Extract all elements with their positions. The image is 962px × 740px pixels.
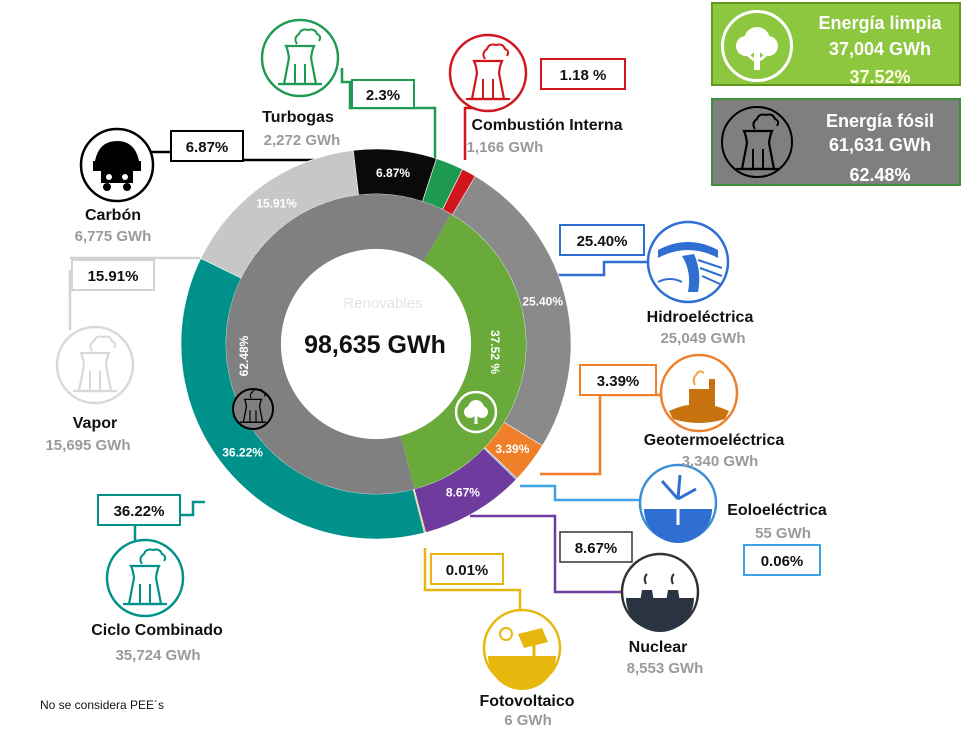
box-eolo: 0.06% <box>743 544 821 576</box>
percent-combustion: 1.18 % <box>560 67 607 84</box>
value-foto: 6 GWh <box>504 712 552 729</box>
percent-eolo: 0.06% <box>761 553 804 570</box>
percent-carbon: 6.87% <box>186 139 229 156</box>
percent-ciclo: 36.22% <box>114 503 165 520</box>
cooling-tower-icon <box>721 106 793 178</box>
value-hidro: 25,049 GWh <box>660 330 745 347</box>
geothermal-icon <box>659 353 739 433</box>
summary-limpia: Energía limpia 37,004 GWh 37.52% <box>711 2 961 87</box>
box-nuclear: 8.67% <box>559 531 633 563</box>
value-vapor: 15,695 GWh <box>45 437 130 454</box>
seg-label-nuclear: 8.67% <box>446 485 480 499</box>
name-combustion: Combustión Interna <box>471 117 622 134</box>
percent-geo: 3.39% <box>597 373 640 390</box>
percent-turbogas: 2.3% <box>366 87 400 104</box>
summary-limpia-percent: 37.52% <box>849 67 911 87</box>
seg-label-ciclo: 36.22% <box>222 446 263 460</box>
name-vapor: Vapor <box>73 415 117 432</box>
hydro-icon <box>646 220 730 304</box>
box-geo: 3.39% <box>579 364 657 396</box>
box-foto: 0.01% <box>430 553 504 585</box>
carbon-icon <box>79 127 155 203</box>
percent-nuclear: 8.67% <box>575 540 618 557</box>
seg-label-carbon: 6.87% <box>376 166 410 180</box>
value-eolo: 55 GWh <box>755 525 811 542</box>
segment-labels: 25.40% 3.39% 8.67% 36.22% 15.91% 6.87% <box>222 166 563 500</box>
box-vapor: 15.91% <box>71 259 155 291</box>
seg-label-vapor: 15.91% <box>256 197 297 211</box>
inner-label-limpia: 37.52 % <box>488 330 502 374</box>
tree-icon <box>454 390 498 434</box>
solar-icon <box>482 608 562 690</box>
inner-label-fosil: 62.48% <box>237 335 251 376</box>
nuclear-icon <box>620 552 700 632</box>
box-carbon: 6.87% <box>170 130 244 162</box>
percent-vapor: 15.91% <box>88 268 139 285</box>
name-turbogas: Turbogas <box>262 109 334 126</box>
value-geo: 3,340 GWh <box>682 453 759 470</box>
summary-fosil-title: Energía fósil <box>825 111 935 131</box>
watermark: Renovables <box>343 295 422 312</box>
total-label: 98,635 GWh <box>304 331 446 359</box>
percent-foto: 0.01% <box>446 562 489 579</box>
seg-label-hidro: 25.40% <box>522 295 563 309</box>
value-turbogas: 2,272 GWh <box>264 132 341 149</box>
percent-hidro: 25.40% <box>577 233 628 250</box>
value-nuclear: 8,553 GWh <box>627 660 704 677</box>
value-ciclo: 35,724 GWh <box>115 647 200 664</box>
inner-slice-fosil <box>226 193 451 495</box>
combined-cycle-icon <box>105 538 185 618</box>
box-hidro: 25.40% <box>559 224 645 256</box>
summary-limpia-value: 37,004 GWh <box>828 39 932 59</box>
name-carbon: Carbón <box>85 207 141 224</box>
name-nuclear: Nuclear <box>629 639 688 656</box>
cooling-tower-icon <box>232 388 274 430</box>
value-carbon: 6,775 GWh <box>75 228 152 245</box>
seg-label-geo: 3.39% <box>495 442 529 456</box>
wind-icon <box>638 463 718 543</box>
summary-limpia-title: Energía limpia <box>818 13 942 33</box>
turbogas-icon <box>260 18 340 98</box>
tree-icon <box>721 10 793 82</box>
box-combustion: 1.18 % <box>540 58 626 90</box>
box-ciclo: 36.22% <box>97 494 181 526</box>
name-hidro: Hidroeléctrica <box>647 309 754 326</box>
summary-fosil: Energía fósil 61,631 GWh 62.48% <box>711 98 961 186</box>
summary-fosil-percent: 62.48% <box>849 165 911 185</box>
box-turbogas: 2.3% <box>351 79 415 109</box>
steam-icon <box>55 325 135 405</box>
name-foto: Fotovoltaico <box>479 693 574 710</box>
combustion-icon <box>448 33 528 113</box>
value-combustion: 1,166 GWh <box>467 139 544 156</box>
name-eolo: Eoloeléctrica <box>727 502 827 519</box>
name-ciclo: Ciclo Combinado <box>91 622 223 639</box>
summary-fosil-value: 61,631 GWh <box>828 135 932 155</box>
name-geo: Geotermoeléctrica <box>644 432 785 449</box>
footnote: No se considera PEE´s <box>40 698 165 712</box>
